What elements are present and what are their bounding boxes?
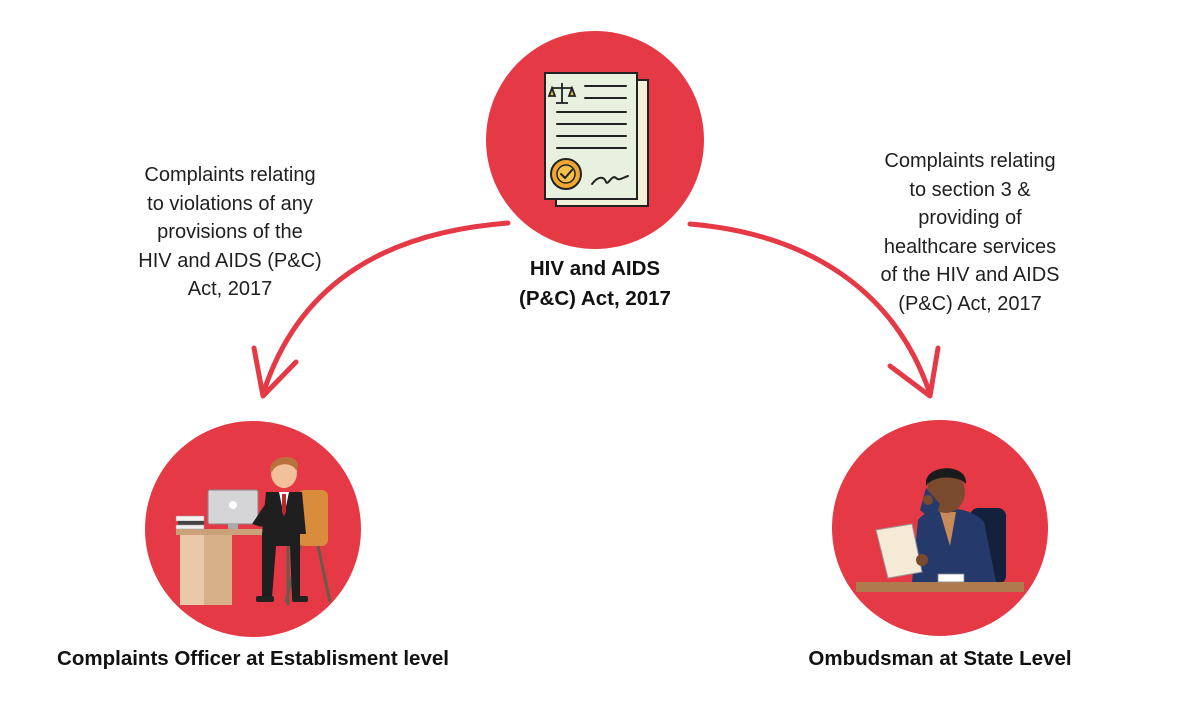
office-worker-at-desk-icon	[175, 456, 332, 605]
right-arrow-curve	[687, 221, 933, 397]
legal-document-icon	[544, 72, 649, 207]
center-node-title: HIV and AIDS (P&C) Act, 2017	[519, 257, 671, 310]
signature-icon	[591, 175, 629, 185]
right-edge-annotation: Complaints relating to section 3 & provi…	[880, 150, 1060, 315]
right-arrow	[687, 221, 941, 399]
right-node-graphic	[832, 420, 1048, 636]
center-node-graphic	[486, 31, 704, 249]
right-arrowhead	[887, 345, 941, 399]
left-arrowhead	[251, 345, 299, 399]
left-arrow	[251, 220, 511, 399]
left-node-title: Complaints Officer at Establisment level	[57, 647, 449, 670]
left-edge-annotation: Complaints relating to violations of any…	[138, 164, 322, 300]
ombudsman-on-phone-icon	[856, 468, 1024, 592]
left-arrow-curve	[260, 220, 511, 397]
left-node-graphic	[145, 421, 361, 637]
right-node-title: Ombudsman at State Level	[808, 647, 1072, 670]
